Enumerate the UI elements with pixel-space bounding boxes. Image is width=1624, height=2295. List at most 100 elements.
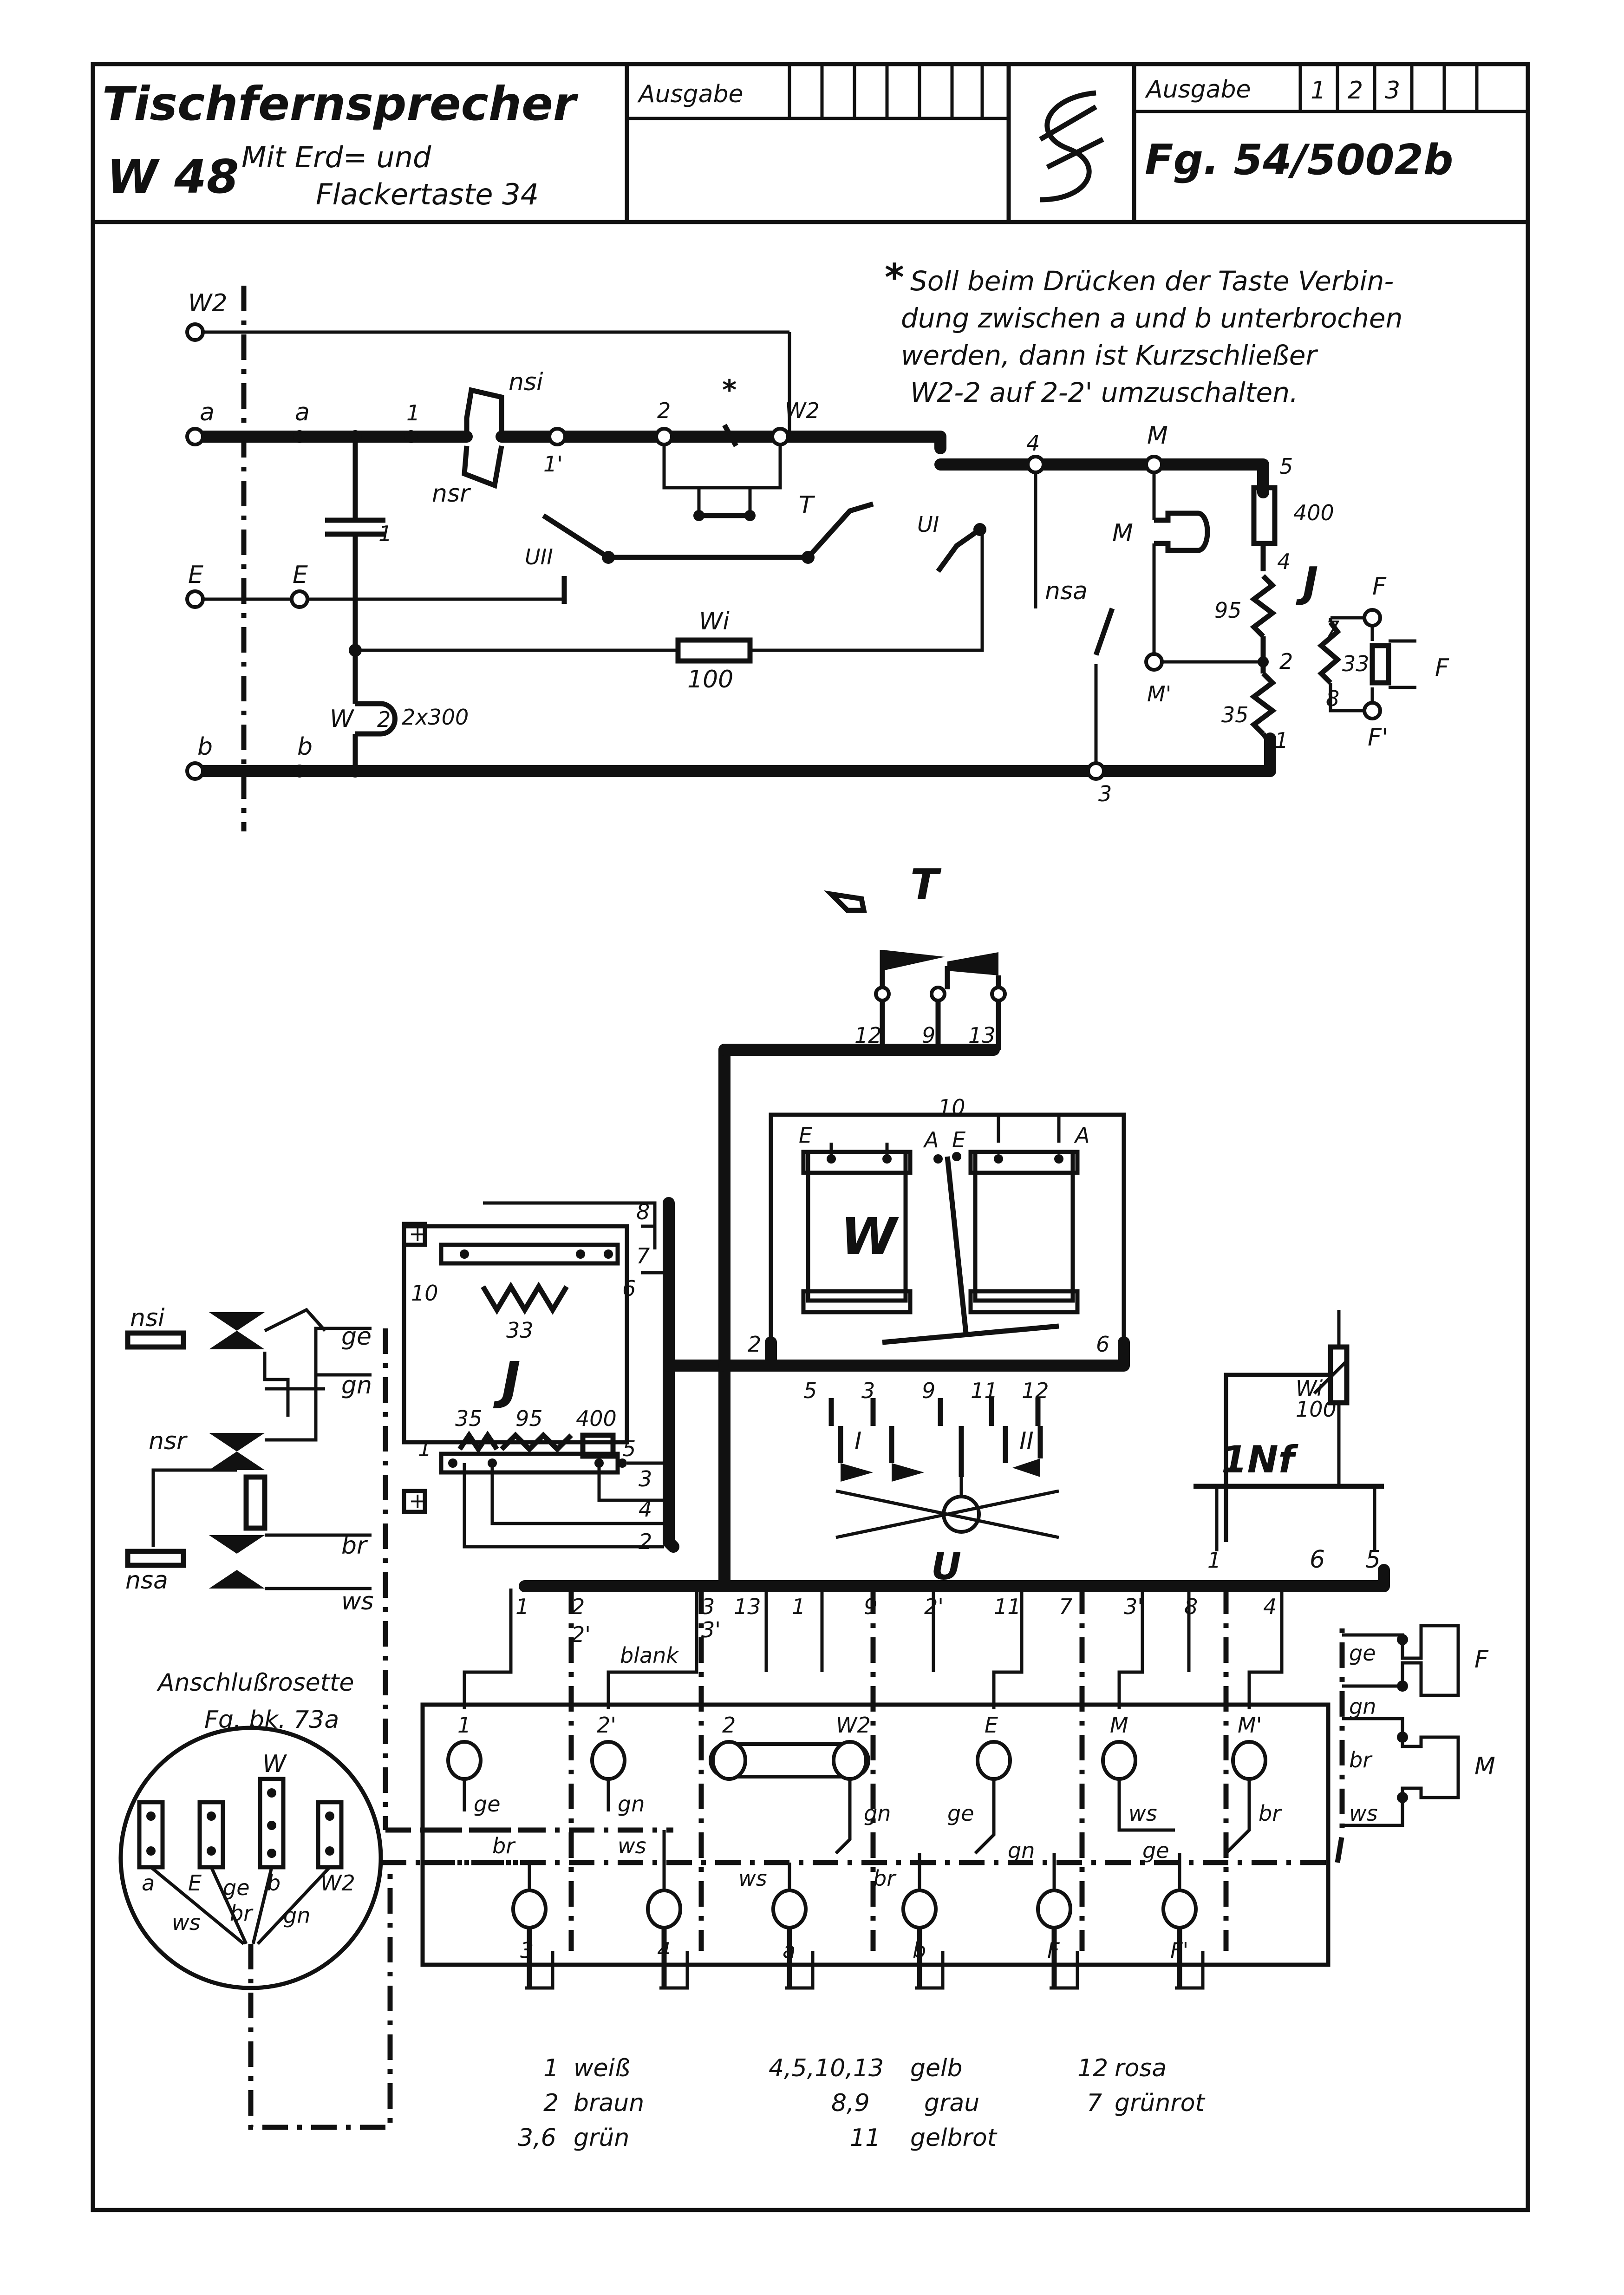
legend-color-1: weiß xyxy=(574,2054,630,2082)
label-m-microphone: M xyxy=(1112,519,1133,547)
label-nf-wi-value: 100 xyxy=(1296,1397,1337,1422)
legend-code-4: 4,5,10,13 xyxy=(769,2054,884,2082)
lever-u-ii xyxy=(542,501,874,604)
label-w-ringer: W xyxy=(330,705,355,733)
rosette-terminal-a: a xyxy=(142,1870,155,1896)
label-block-wire-br1: br xyxy=(492,1833,516,1858)
legend-code-6: 11 xyxy=(850,2124,880,2152)
label-block-wire-br2: br xyxy=(873,1866,897,1891)
label-star: * xyxy=(722,374,737,406)
rosette-terminal-b: b xyxy=(267,1870,280,1896)
label-f-earpiece: F xyxy=(1435,654,1449,682)
title-main: Tischfernsprecher xyxy=(102,77,579,131)
ausgabe-number-1: 1 xyxy=(1311,77,1326,105)
ausgabe-number-3: 3 xyxy=(1385,77,1400,105)
legend-color-8: grünrot xyxy=(1115,2089,1205,2117)
lever-u-i xyxy=(936,527,982,573)
label-block-wire-ge3: ge xyxy=(1142,1838,1169,1863)
switch-nsi-nsr xyxy=(462,387,504,489)
label-hook-nsr: nsr xyxy=(149,1427,188,1455)
label-j-33: 33 xyxy=(506,1318,534,1343)
label-nf-pin-6: 6 xyxy=(1310,1546,1325,1574)
wire-wi-right xyxy=(750,530,984,652)
cable-j-harness xyxy=(663,1197,679,1553)
label-400: 400 xyxy=(1293,500,1334,525)
rosette-circle xyxy=(118,1726,383,1990)
terminal-block xyxy=(420,1702,1331,1967)
label-block-3: 3 xyxy=(520,1938,534,1963)
contact-t-group xyxy=(662,424,782,518)
label-j2: 2 xyxy=(1279,649,1293,674)
rosette-terminal-w2: W2 xyxy=(320,1870,355,1896)
note-line-2: dung zwischen a und b unterbrochen xyxy=(901,302,1402,334)
label-b-inner: b xyxy=(297,733,313,761)
label-block-4: 4 xyxy=(657,1938,671,1963)
drawing-number: Fg. 54/5002b xyxy=(1145,136,1453,184)
label-wire-br: br xyxy=(341,1532,368,1560)
cable-w-right xyxy=(718,1336,1130,1372)
label-cable-2: 2 xyxy=(571,1594,585,1619)
label-u-pin-9: 9 xyxy=(922,1378,935,1403)
legend-code-3: 3,6 xyxy=(518,2124,556,2152)
label-t-pin-9: 9 xyxy=(922,1023,935,1048)
label-blank: blank xyxy=(620,1643,679,1668)
label-cable-3: 3 xyxy=(701,1594,715,1619)
svg-text:2: 2 xyxy=(377,707,391,732)
label-block-wire-br3: br xyxy=(1259,1801,1282,1826)
label-nf-wi: Wi xyxy=(1296,1376,1323,1401)
w-ringer-box xyxy=(769,1112,1126,1342)
label-w-pin-10: 10 xyxy=(938,1095,965,1120)
schematic-nodes xyxy=(185,322,1382,781)
label-nf-pin-1: 1 xyxy=(1207,1548,1221,1573)
label-w-a1: A xyxy=(923,1127,939,1152)
label-wire-ws: ws xyxy=(341,1588,374,1615)
label-u-pin-5: 5 xyxy=(803,1378,817,1403)
label-handset-gn: gn xyxy=(1349,1694,1376,1719)
label-block-mp: M' xyxy=(1238,1713,1262,1738)
label-cable-9: 9 xyxy=(864,1594,877,1619)
label-w-e1: E xyxy=(799,1123,812,1148)
label-nf-pin-5: 5 xyxy=(1365,1546,1381,1574)
nf-box-assembly xyxy=(1194,1310,1384,1551)
label-u-ii-contact: II xyxy=(1019,1427,1034,1455)
ringer-w-symbol: 2 xyxy=(355,701,398,737)
label-nsa: nsa xyxy=(1045,577,1088,605)
label-j1: 1 xyxy=(1275,728,1288,753)
label-nsr: nsr xyxy=(432,480,471,508)
label-j-pin-2: 2 xyxy=(639,1529,652,1554)
label-f-top: F xyxy=(1372,573,1387,601)
label-w-a2: A xyxy=(1074,1123,1089,1148)
w-ringer-coils xyxy=(801,1113,1080,1345)
label-u-pin-12: 12 xyxy=(1022,1378,1049,1403)
label-w2-terminal: W2 xyxy=(188,289,228,317)
legend-code-2: 2 xyxy=(543,2089,559,2117)
note-line-4: W2-2 auf 2-2' umzuschalten. xyxy=(910,377,1298,408)
label-t-pin-13: 13 xyxy=(968,1023,996,1048)
label-f-prime: F' xyxy=(1368,724,1388,752)
label-cable-3p-b: 3' xyxy=(1124,1594,1143,1619)
terminal-block-wiring xyxy=(423,1779,1328,1990)
switch-nsa xyxy=(1093,608,1115,656)
label-w2-contact: W2 xyxy=(785,398,820,423)
label-m-prime: M' xyxy=(1147,681,1171,706)
label-j4: 4 xyxy=(1277,549,1291,574)
label-capacitor-1: 1 xyxy=(378,521,392,546)
label-branch-6: 6 xyxy=(1096,1332,1109,1357)
label-t-key: T xyxy=(910,860,942,909)
label-wi-value: 100 xyxy=(687,666,733,693)
label-e-inner: E xyxy=(293,561,308,589)
label-handset-f: F xyxy=(1474,1646,1489,1674)
rosette-wire-br: br xyxy=(230,1901,254,1926)
rosette-terminal-e: E xyxy=(188,1870,202,1896)
rosette-wire-ws: ws xyxy=(172,1910,201,1935)
label-m-node: M xyxy=(1147,422,1168,450)
label-j-95: 95 xyxy=(515,1406,543,1431)
label-j-pin-7: 7 xyxy=(636,1243,650,1268)
legend-code-8: 7 xyxy=(1087,2089,1102,2117)
wire-a-continuation xyxy=(934,458,1269,498)
svg-text:+: + xyxy=(409,1221,427,1246)
label-w-value: 2x300 xyxy=(402,705,469,730)
label-cable-7: 7 xyxy=(1059,1594,1072,1619)
label-w-ringer-assembly: W xyxy=(841,1207,899,1266)
